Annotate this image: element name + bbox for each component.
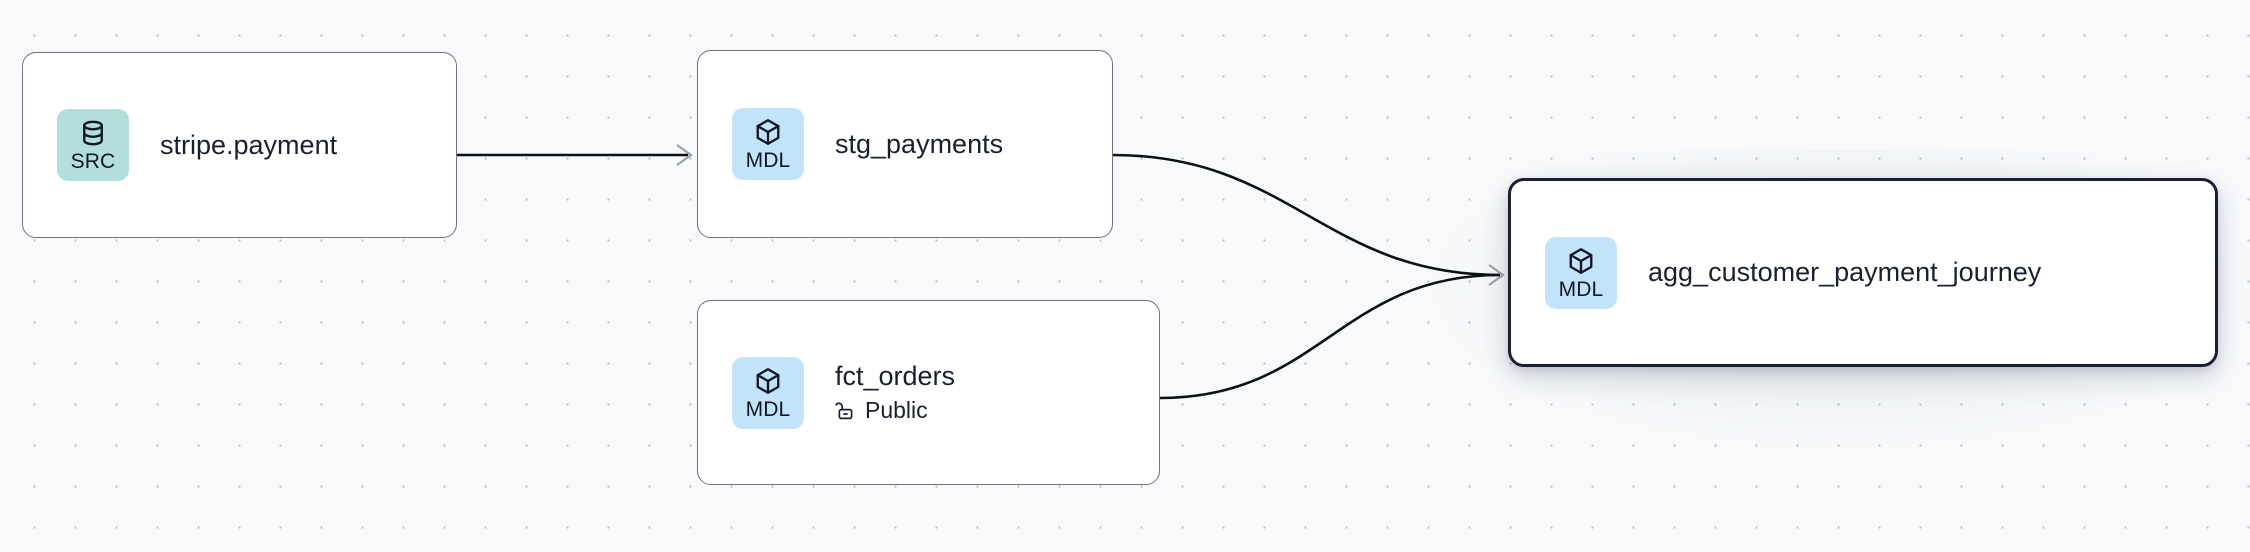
node-body: agg_customer_payment_journey: [1648, 257, 2041, 288]
cube-icon: [756, 119, 780, 145]
node-stripe-payment[interactable]: SRC stripe.payment: [22, 52, 457, 238]
edge-fct-to-agg: [1159, 273, 1501, 400]
node-title: fct_orders: [835, 360, 956, 391]
model-type-badge: MDL: [732, 356, 804, 429]
node-visibility-label: Public: [865, 397, 928, 424]
unlock-icon: [835, 402, 853, 420]
node-title: stg_payments: [835, 128, 1004, 159]
node-title: agg_customer_payment_journey: [1648, 257, 2042, 288]
node-agg-customer-payment-journey[interactable]: MDL agg_customer_payment_journey: [1508, 178, 2218, 367]
node-stg-payments[interactable]: MDL stg_payments: [697, 50, 1113, 238]
model-type-badge: MDL: [732, 108, 804, 180]
model-badge-label: MDL: [745, 149, 791, 172]
source-badge-label: SRC: [70, 150, 116, 173]
database-icon: [83, 120, 103, 146]
node-body: fct_orders Public: [835, 361, 955, 425]
cube-icon: [1569, 247, 1593, 274]
node-title: stripe.payment: [160, 129, 338, 160]
node-body: stg_payments: [835, 129, 1003, 160]
node-body: stripe.payment: [160, 130, 337, 161]
model-badge-label: MDL: [745, 397, 791, 421]
source-type-badge: SRC: [57, 109, 129, 181]
model-badge-label: MDL: [1558, 277, 1604, 301]
cube-icon: [756, 367, 780, 394]
model-type-badge: MDL: [1545, 236, 1617, 309]
node-fct-orders[interactable]: MDL fct_orders Public: [697, 300, 1160, 485]
node-visibility: Public: [835, 397, 955, 424]
edge-stg-to-agg: [1112, 153, 1505, 286]
edge-stripe-to-stg: [457, 144, 693, 166]
